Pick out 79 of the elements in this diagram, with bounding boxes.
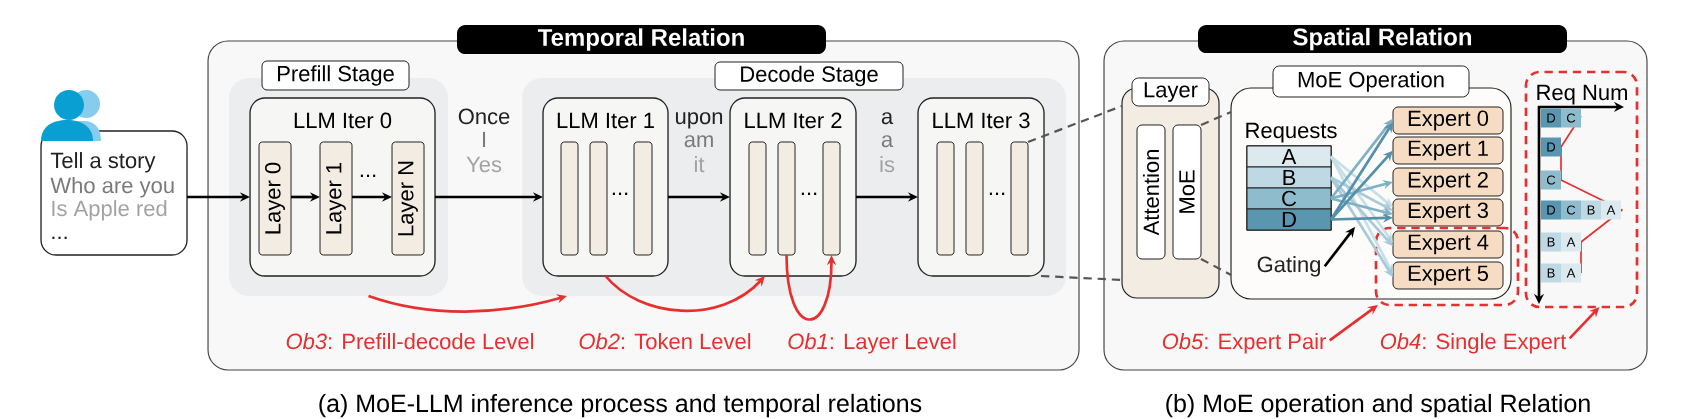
stack-heading: Requests — [1246, 122, 1337, 143]
request-cell: B — [1246, 166, 1332, 189]
caption: (a) MoE-LLM inference process and temporal relations — [319, 393, 922, 418]
curved-arrow — [604, 275, 765, 312]
dashed-line — [1200, 258, 1232, 276]
dashed-outline — [1524, 70, 1639, 309]
chart-cell: C — [1541, 170, 1561, 190]
chart-cell: D — [1541, 137, 1561, 157]
chart-cell: D — [1541, 200, 1561, 220]
module-bar: Attention — [1136, 124, 1166, 260]
edge-label: Ob3: Prefill-decode Level — [283, 331, 537, 351]
chart-cell: B — [1581, 200, 1601, 220]
dashed-outline — [1374, 226, 1520, 307]
ellipsis: ... — [360, 174, 376, 177]
layer-bar — [589, 141, 608, 256]
arrow — [1328, 305, 1378, 342]
callout-text: Ob4: Single Expert — [1380, 333, 1567, 354]
axis-label: Req Num — [1537, 84, 1627, 105]
expert-box: Expert 2 — [1392, 167, 1504, 197]
ellipsis: ... — [989, 192, 1005, 195]
expert-box: Expert 5 — [1392, 261, 1504, 290]
token-text: Once — [458, 108, 510, 125]
token-text: I — [483, 131, 486, 147]
box-label: Layer — [1131, 77, 1210, 107]
expert-box: Expert 3 — [1392, 198, 1504, 227]
layer-bar: Layer N — [391, 141, 425, 256]
ellipsis: ... — [801, 192, 817, 195]
layer-bar — [777, 141, 796, 256]
prompt-line: Is Apple red — [52, 200, 167, 221]
caption: (b) MoE operation and spatial Relation — [1166, 393, 1590, 418]
layer-bar — [936, 141, 955, 256]
token-text: a — [881, 112, 894, 125]
callout-text: Gating — [1257, 256, 1320, 277]
title-tab: Spatial Relation — [1198, 25, 1567, 53]
arrow — [1330, 176, 1393, 211]
layer-bar: Layer 1 — [319, 141, 353, 256]
dashed-line — [1027, 105, 1123, 143]
request-cell: A — [1246, 145, 1332, 168]
chart-cell: B — [1541, 263, 1561, 283]
expert-box: Expert 0 — [1392, 106, 1504, 135]
expert-box: Expert 1 — [1392, 136, 1504, 165]
chart-cell: A — [1561, 263, 1581, 283]
module-bar: MoE — [1172, 124, 1202, 260]
box-label: MoE Operation — [1272, 65, 1470, 98]
chart-cell: C — [1561, 108, 1581, 128]
expert-box: Expert 4 — [1392, 230, 1504, 259]
prompt-line: ... — [52, 236, 67, 239]
layer-bar — [965, 141, 984, 256]
prompt-line: Tell a story — [50, 152, 156, 173]
chart-cell: B — [1541, 232, 1561, 252]
chart-cell: A — [1601, 200, 1621, 220]
layer-bar — [1010, 141, 1029, 256]
token-text: am — [684, 135, 713, 148]
arrow — [1323, 227, 1355, 268]
layer-bar: Layer 0 — [258, 141, 292, 256]
token-text: it — [695, 156, 705, 173]
stage-label: Prefill Stage — [261, 60, 410, 91]
token-text: Yes — [466, 156, 502, 173]
chart-cell: D — [1541, 108, 1561, 128]
chart-cell: C — [1561, 200, 1581, 220]
stage-label: Decode Stage — [714, 61, 904, 91]
token-text: upon — [676, 112, 723, 129]
ellipsis: ... — [612, 192, 628, 195]
edge-label: Ob1: Layer Level — [785, 331, 959, 356]
edge-label: Ob2: Token Level — [576, 331, 754, 351]
chart-cell: A — [1561, 232, 1581, 252]
layer-bar — [748, 141, 767, 256]
request-cell: D — [1246, 208, 1332, 231]
layer-bar — [633, 141, 653, 256]
token-text: a — [881, 135, 894, 148]
title-tab: Temporal Relation — [457, 25, 826, 54]
token-text: is — [880, 156, 895, 173]
dashed-line — [1200, 111, 1232, 126]
prompt-line: Who are you — [50, 177, 174, 198]
request-cell: C — [1246, 187, 1332, 210]
callout-text: Ob5: Expert Pair — [1162, 333, 1326, 354]
layer-bar — [822, 141, 841, 256]
layer-bar — [560, 141, 579, 256]
dashed-line — [1040, 274, 1123, 282]
